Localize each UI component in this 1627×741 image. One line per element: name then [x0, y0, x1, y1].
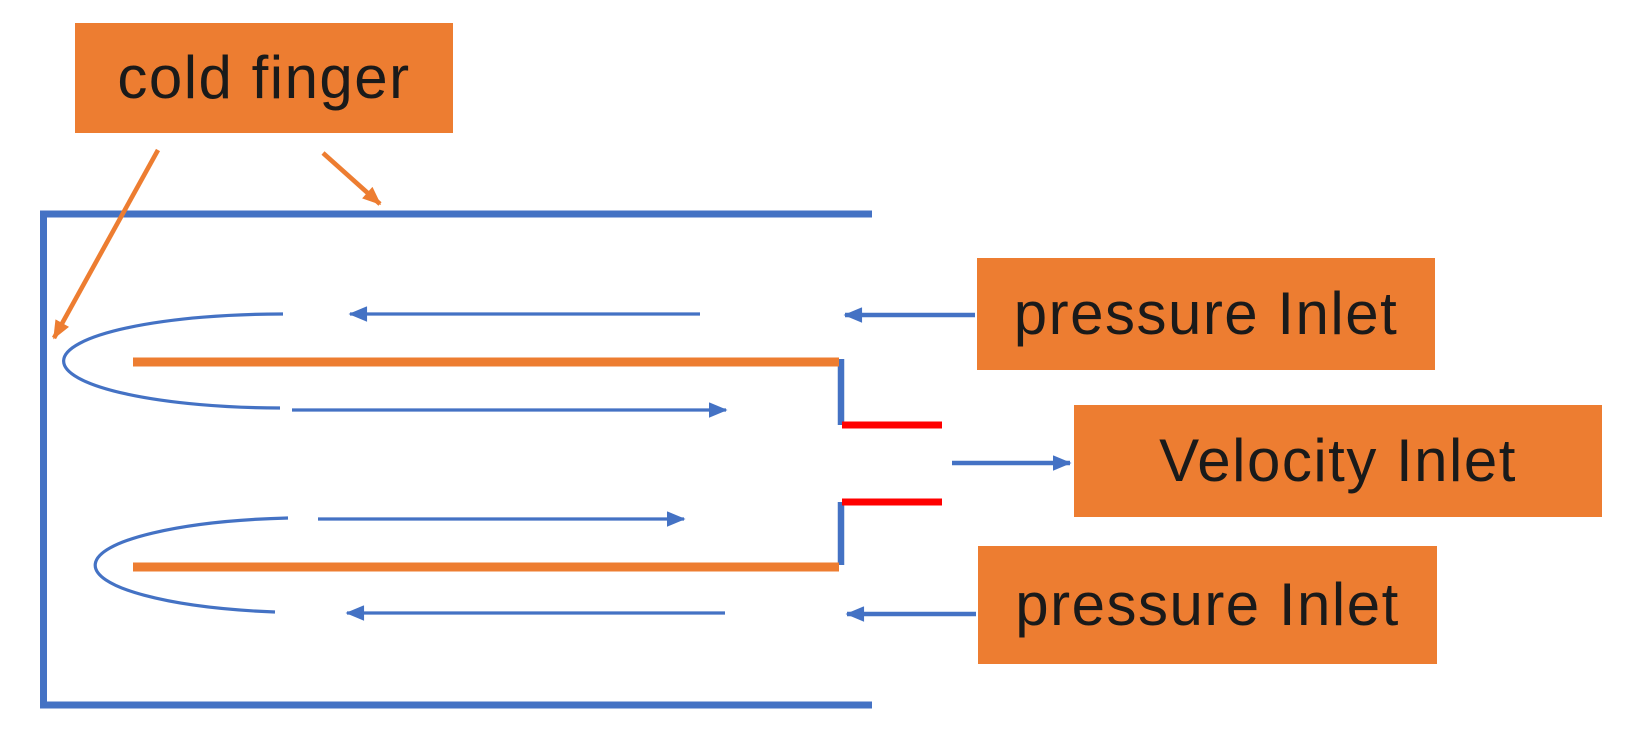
flow-uturn-arc-lower — [93, 516, 289, 614]
cold-finger-pointer-right — [321, 151, 382, 206]
velocity-inlet-label-text: Velocity Inlet — [1159, 427, 1517, 494]
pressure-inlet-top-label-text: pressure Inlet — [1013, 280, 1399, 347]
flow-uturn-arc-upper — [61, 312, 284, 410]
cold-finger-pointer-left — [51, 148, 161, 340]
cold-finger-label-text: cold finger — [117, 44, 411, 111]
pressure-inlet-bottom-label: pressure Inlet — [978, 546, 1437, 664]
pressure-inlet-bottom-label-text: pressure Inlet — [1015, 571, 1400, 638]
cold-finger-label: cold finger — [75, 23, 453, 133]
vessel-outline — [40, 210, 872, 709]
pressure-inlet-top-label: pressure Inlet — [977, 258, 1435, 370]
velocity-inlet-label: Velocity Inlet — [1074, 405, 1602, 517]
